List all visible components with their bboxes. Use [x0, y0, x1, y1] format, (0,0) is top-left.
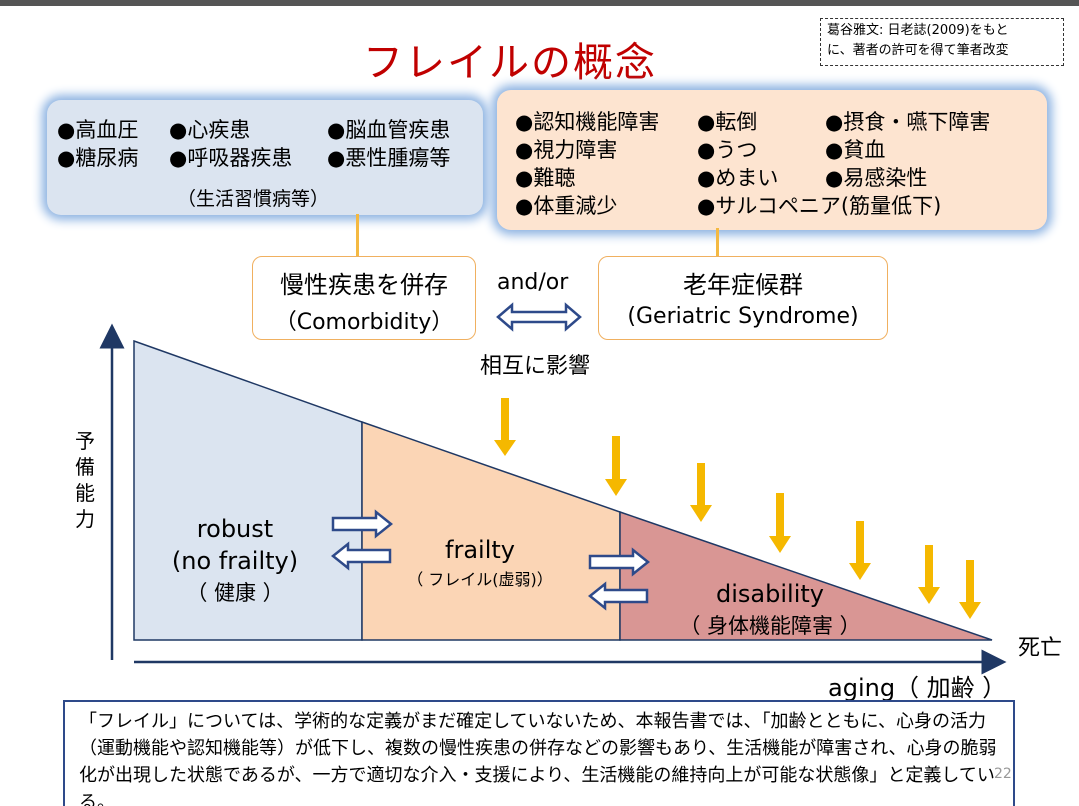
arrow-left-icon: [587, 581, 649, 611]
source-credit-line-1: 葛谷雅文: 日老誌(2009)をもと: [827, 23, 1009, 38]
mutual-influence-label: 相互に影響: [480, 354, 591, 379]
comorbidity-title: 慢性疾患を併存: [280, 271, 448, 299]
influence-arrow-icon: [849, 521, 871, 580]
disability-japanese: （ 身体機能障害 ）: [679, 614, 861, 638]
frailty-japanese: （ フレイル(虚弱)）: [407, 570, 553, 589]
lifestyle-item: ●糖尿病: [57, 146, 139, 170]
and-or-label: and/or: [497, 270, 569, 295]
connector-line: [356, 214, 359, 256]
geriatric-item: ●サルコペニア(筋量低下): [697, 194, 942, 218]
definition-text: 「フレイル」については、学術的な定義がまだ確定していないため、本報告書では、「加…: [79, 711, 997, 806]
robust-subtitle: (no frailty): [171, 547, 299, 575]
lifestyle-note: （生活習慣病等）: [177, 188, 330, 210]
geriatric-syndrome-subtitle: (Geriatric Syndrome): [627, 304, 859, 329]
frailty-label: frailty （ フレイル(虚弱)）: [380, 536, 580, 590]
lifestyle-item: ●呼吸器疾患: [169, 146, 293, 170]
geriatric-syndrome-box: 老年症候群 (Geriatric Syndrome): [598, 256, 888, 340]
window-top-bar: [0, 0, 1079, 6]
disability-label: disability （ 身体機能障害 ）: [660, 580, 880, 640]
influence-arrow-icon: [769, 493, 791, 553]
geriatric-item: ●難聴: [515, 166, 576, 190]
geriatric-item: ●視力障害: [515, 138, 618, 162]
influence-arrow-icon: [494, 398, 516, 456]
definition-box: 「フレイル」については、学術的な定義がまだ確定していないため、本報告書では、「加…: [63, 700, 1015, 806]
geriatric-item: ●認知機能障害: [515, 110, 660, 134]
influence-arrow-icon: [690, 463, 712, 522]
robust-title: robust: [196, 515, 274, 543]
lifestyle-disease-box: ●高血圧 ●心疾患 ●脳血管疾患 ●糖尿病 ●呼吸器疾患 ●悪性腫瘍等 （生活習…: [47, 100, 483, 215]
arrow-right-icon: [331, 509, 394, 539]
disability-title: disability: [716, 580, 824, 608]
frailty-zone: [361, 420, 621, 641]
geriatric-item: ●うつ: [697, 138, 758, 162]
arrow-left-icon: [330, 541, 392, 571]
lifestyle-item: ●脳血管疾患: [327, 118, 451, 142]
double-arrow-icon: [496, 302, 582, 332]
geriatric-item: ●転倒: [697, 110, 758, 134]
geriatric-item: ●めまい: [697, 166, 779, 190]
influence-arrow-icon: [918, 545, 940, 604]
disability-zone: [619, 510, 993, 641]
robust-label: robust (no frailty) （ 健康 ）: [160, 513, 310, 609]
y-axis-label: 予備能力: [75, 429, 95, 531]
lifestyle-item: ●悪性腫瘍等: [327, 146, 451, 170]
slide-title: フレイルの概念: [363, 40, 657, 86]
connector-line: [716, 228, 719, 256]
geriatric-item: ●貧血: [825, 138, 886, 162]
source-credit: 葛谷雅文: 日老誌(2009)をもと に、著者の許可を得て筆者改変: [820, 18, 1064, 66]
influence-arrow-icon: [605, 436, 627, 496]
x-axis-label: aging（ 加齢 ）: [828, 674, 1007, 702]
robust-japanese: （ 健康 ）: [186, 581, 284, 605]
arrow-right-icon: [588, 547, 651, 577]
page-number: 22: [994, 766, 1012, 782]
source-credit-line-2: に、著者の許可を得て筆者改変: [827, 43, 1009, 58]
death-label: 死亡: [1018, 636, 1063, 661]
comorbidity-subtitle: （Comorbidity）: [274, 310, 454, 335]
geriatric-item: ●摂食・嚥下障害: [825, 110, 991, 134]
geriatric-item: ●易感染性: [825, 166, 928, 190]
geriatric-syndrome-title: 老年症候群: [683, 271, 803, 299]
comorbidity-box: 慢性疾患を併存 （Comorbidity）: [252, 256, 476, 340]
frailty-title: frailty: [445, 536, 515, 564]
geriatric-symptoms-box: ●認知機能障害 ●転倒 ●摂食・嚥下障害 ●視力障害 ●うつ ●貧血 ●難聴 ●…: [497, 90, 1047, 230]
influence-arrow-icon: [959, 560, 981, 619]
lifestyle-item: ●心疾患: [169, 118, 251, 142]
geriatric-item: ●体重減少: [515, 194, 618, 218]
lifestyle-item: ●高血圧: [57, 118, 139, 142]
